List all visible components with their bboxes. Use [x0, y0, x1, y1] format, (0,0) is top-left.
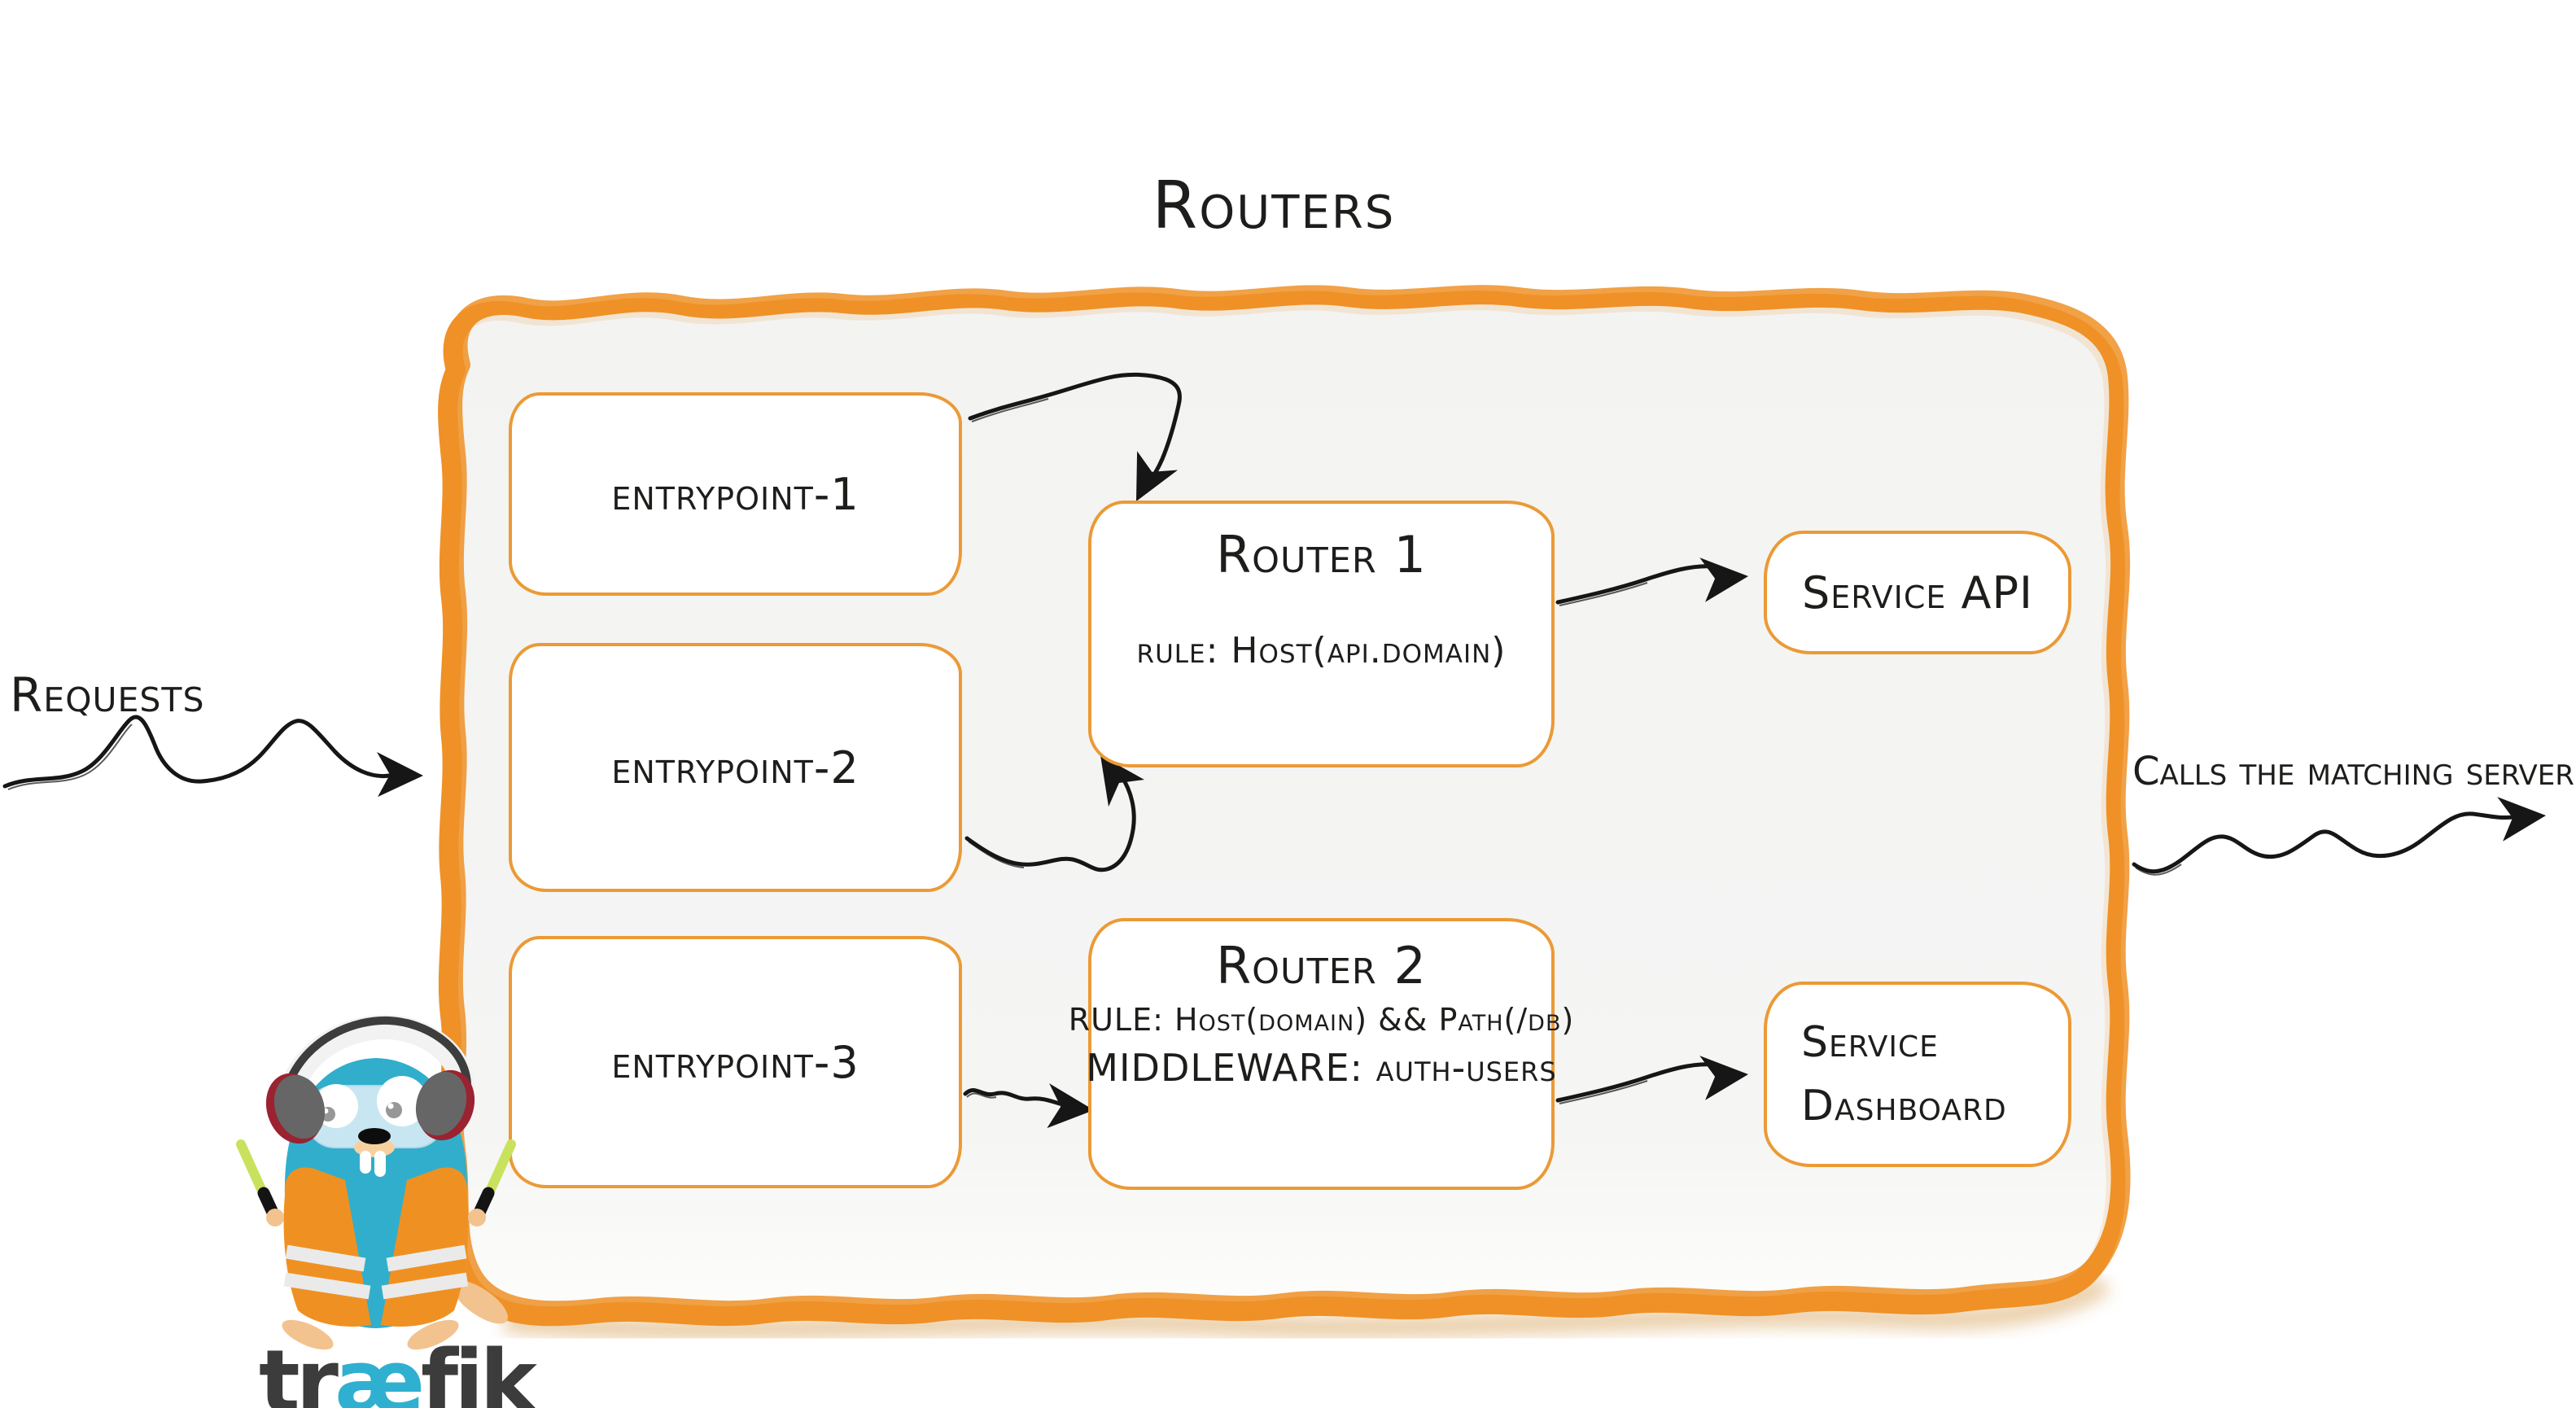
- entrypoint-1-label: entrypoint-1: [611, 468, 859, 520]
- entrypoint2-to-router1-arrow: [964, 755, 1144, 872]
- traefik-wordmark: træfik: [259, 1331, 537, 1408]
- entrypoint3-to-router2-arrow: [963, 1083, 1094, 1129]
- router2-to-service-dashboard-arrow: [1555, 1056, 1748, 1104]
- service-dashboard-label: Service Dashboard: [1801, 1018, 2007, 1130]
- router-2-box: Router 2 RULE: Host(domain) && Path(/db)…: [1069, 918, 1573, 1190]
- wordmark-suffix: fik: [421, 1331, 537, 1408]
- calls-matching-server-arrow: [2132, 797, 2546, 876]
- calls-matching-server-label: Calls the matching server: [2132, 749, 2574, 794]
- router-1-title: Router 1: [1216, 525, 1427, 584]
- container-shadow: [503, 1275, 2110, 1340]
- page-title: Routers: [1152, 168, 1396, 243]
- wordmark-ligature: æ: [334, 1331, 425, 1408]
- service-api-box: Service API: [1764, 531, 2071, 654]
- gopher-foot: [407, 1319, 459, 1350]
- router-1-box: Router 1 rule: Host(api.domain): [1088, 501, 1555, 767]
- requests-label: Requests: [10, 667, 205, 723]
- entrypoint-3-label: entrypoint-3: [611, 1036, 859, 1088]
- gopher-safety-vest: [283, 1167, 469, 1327]
- traefik-gopher-logo-icon: [236, 1014, 516, 1350]
- entrypoint-3-box: entrypoint-3: [509, 936, 962, 1188]
- entrypoint1-to-router1-arrow: [968, 372, 1182, 501]
- service-api-label: Service API: [1802, 566, 2033, 619]
- gopher-headphones-icon: [265, 1014, 475, 1144]
- entrypoint-1-box: entrypoint-1: [509, 392, 962, 596]
- wordmark-prefix: tr: [259, 1331, 339, 1408]
- router1-to-service-api-arrow: [1555, 558, 1748, 606]
- router-2-middleware: MIDDLEWARE: auth-users: [1086, 1046, 1557, 1090]
- router-2-title: Router 2: [1216, 936, 1427, 995]
- service-dashboard-box: Service Dashboard: [1764, 982, 2071, 1167]
- router-2-rule: RULE: Host(domain) && Path(/db): [1068, 1002, 1575, 1038]
- gopher-muzzle: [354, 1128, 395, 1177]
- gopher-foot: [282, 1319, 334, 1350]
- gopher-tail: [452, 1280, 509, 1324]
- entrypoint-2-label: entrypoint-2: [611, 741, 859, 794]
- entrypoint-2-box: entrypoint-2: [509, 643, 962, 892]
- router-1-rule: rule: Host(api.domain): [1136, 630, 1507, 671]
- gopher-wands: [236, 1139, 516, 1227]
- requests-arrow: [2, 715, 423, 798]
